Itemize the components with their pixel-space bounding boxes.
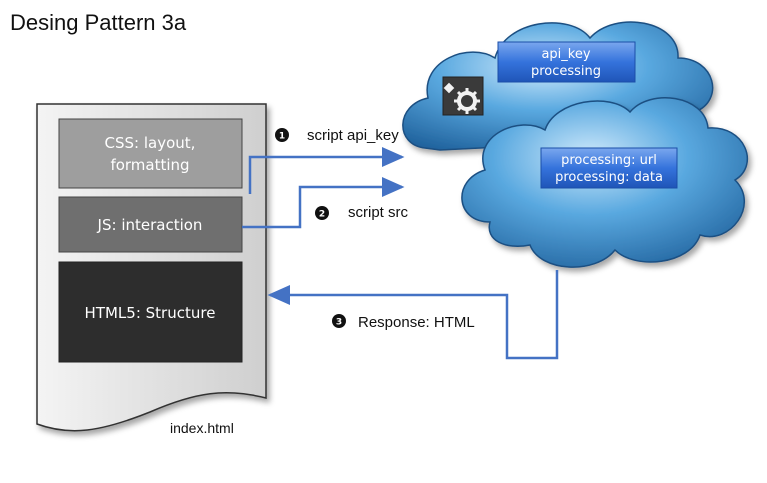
request-arrow-2: 2 script src: [242, 177, 409, 229]
processing-box-line1: processing: url: [561, 153, 657, 168]
diagram-title: Desing Pattern 3a: [10, 10, 187, 35]
css-layer-label-line1: CSS: layout,: [105, 134, 196, 152]
api-key-box: [497, 41, 636, 83]
document-filename: index.html: [170, 420, 234, 436]
response-arrow-3: 3 Response: HTML: [267, 270, 559, 360]
step-2-badge: [315, 206, 329, 220]
api-key-box-line2: processing: [531, 64, 601, 79]
cloud-server: api_key processing processing: url proce…: [402, 21, 749, 268]
step-1-label: script api_key: [307, 127, 399, 144]
processing-box-line2: processing: data: [555, 170, 663, 185]
html-document: CSS: layout, formatting JS: interaction …: [36, 103, 267, 436]
css-layer: [58, 118, 243, 189]
css-layer-label-line2: formatting: [110, 156, 189, 174]
request-arrow-1: 1 script api_key: [248, 127, 405, 194]
html5-layer: [58, 261, 243, 363]
gear-icon: [442, 76, 484, 116]
step-2-number: 2: [319, 210, 325, 220]
step-3-badge: [332, 314, 346, 328]
step-1-number: 1: [279, 132, 285, 142]
js-layer: [58, 196, 243, 253]
html5-layer-label: HTML5: Structure: [85, 304, 216, 322]
js-layer-label: JS: interaction: [97, 216, 203, 234]
step-3-number: 3: [336, 318, 342, 328]
step-3-label: Response: HTML: [358, 314, 475, 331]
api-key-box-line1: api_key: [541, 47, 590, 62]
processing-box: [540, 147, 678, 189]
step-2-label: script src: [348, 204, 409, 221]
step-1-badge: [275, 128, 289, 142]
